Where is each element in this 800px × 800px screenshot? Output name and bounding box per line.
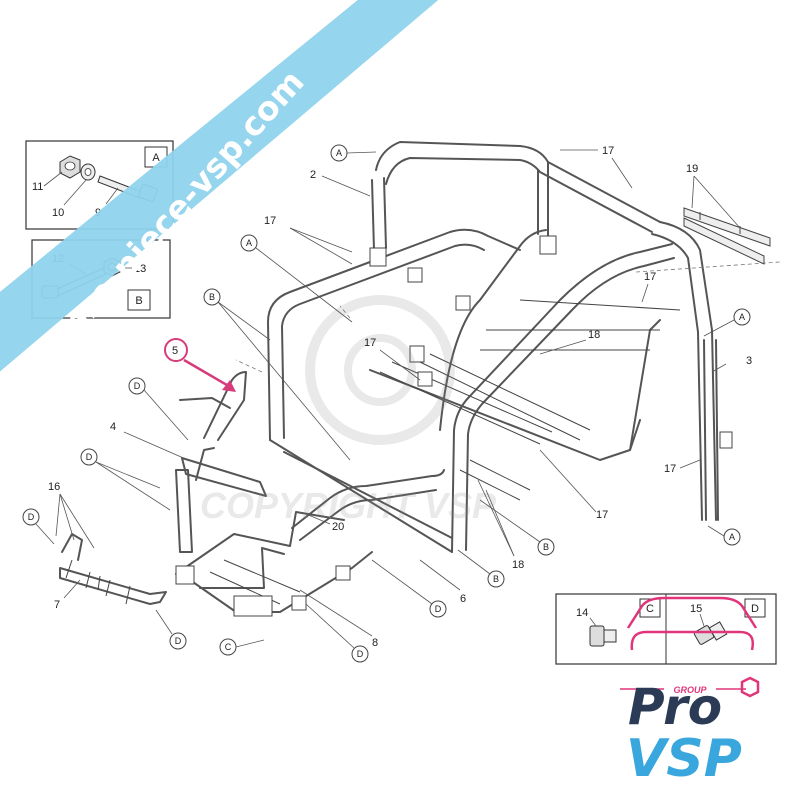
callout-2: 2 [310,169,316,181]
callout-17-right: 17 [644,271,656,283]
callout-a-right: A [739,312,745,322]
inset-box-d-tag: D [751,603,759,615]
callout-17-top: 17 [602,145,614,157]
letter-callouts: A A A A B B B C D D D [22,144,751,663]
callout-d-bottom: D [357,649,364,659]
callout-7: 7 [54,599,60,611]
callout-b-right: B [543,542,549,552]
callout-b-left: B [209,292,215,302]
callout-17-mid: 17 [364,337,376,349]
callout-17-left: 17 [264,215,276,227]
copyright-watermark-text: COPYRIGHT VSP [200,485,497,526]
callout-d-mid: D [86,452,93,462]
center-watermark: COPYRIGHT VSP [200,295,497,526]
callout-b-bottom: B [493,574,499,584]
callout-11: 11 [32,181,43,193]
inset-box-b-tag: B [135,295,142,307]
callout-d-bottom-right: D [435,604,442,614]
callout-d-top: D [134,381,141,391]
rail-part-19 [683,207,771,265]
front-subframe [59,371,445,617]
washer-part-icon [80,163,96,181]
callout-d-left: D [28,512,35,522]
callout-20: 20 [332,521,344,533]
nut-part-icon [59,155,81,179]
inset-box-a-tag: A [152,152,160,164]
inset-box-cd: C D 14 15 [555,593,777,665]
callout-10: 10 [52,207,64,219]
callout-a-left: A [246,238,252,248]
callout-6: 6 [460,593,466,605]
callout-19: 19 [686,163,698,175]
callout-16: 16 [48,481,60,493]
callout-14: 14 [576,607,588,619]
car-outline-icon [626,596,758,651]
provsp-logo: GROUP Pro VSP [620,596,760,789]
bolt-15-part-icon [693,621,728,645]
callout-5: 5 [172,345,178,357]
logo-pro-text: Pro [628,678,722,736]
callout-d-bottom-left: D [175,636,182,646]
highlight-circle-5 [164,338,188,362]
callout-8: 8 [372,637,378,649]
callout-a-bottom: A [729,532,735,542]
bolt-14-part-icon [589,625,617,647]
highlight-arrow [183,358,233,390]
callout-18-bottom: 18 [512,559,524,571]
callout-17-lower: 17 [596,509,608,521]
roll-cage-frame [235,141,781,553]
hexagon-icon [740,676,760,698]
callout-a-top: A [336,148,342,158]
side-hoop-3 [703,339,719,521]
number-callouts: 2 3 4 5 6 7 8 16 17 17 17 17 17 17 18 [48,145,752,649]
callout-18-mid: 18 [588,329,600,341]
callout-17-side: 17 [664,463,676,475]
callout-c: C [225,642,232,652]
callout-3: 3 [746,355,752,367]
logo-vsp-text: VSP [626,729,742,789]
callout-15: 15 [690,603,702,615]
inset-box-c-tag: C [646,603,654,615]
logo-group-text: GROUP [673,685,707,695]
callout-4: 4 [110,421,116,433]
callout-13: 13 [134,263,146,275]
